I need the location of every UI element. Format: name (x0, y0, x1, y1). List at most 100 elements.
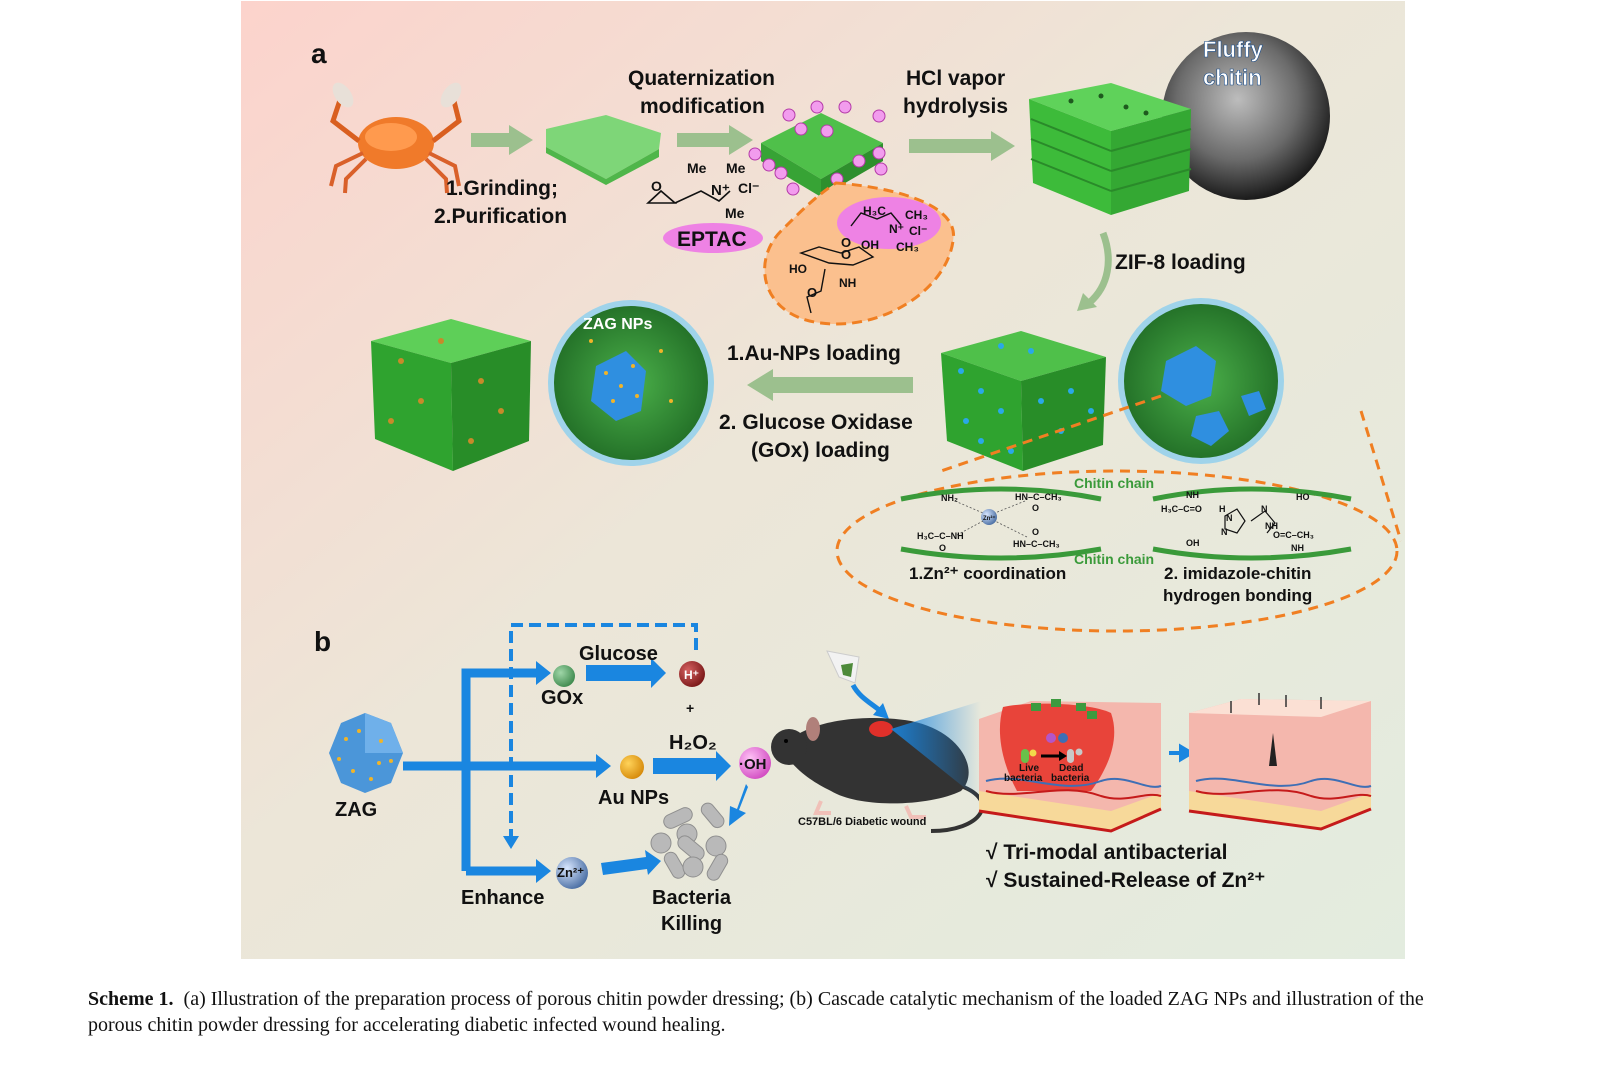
svg-text:Me: Me (687, 160, 707, 176)
svg-text:OH: OH (861, 238, 879, 252)
svg-text:Cl⁻: Cl⁻ (738, 180, 759, 196)
arrow-quaternization (677, 125, 753, 155)
svg-text:CH₃: CH₃ (896, 240, 919, 254)
zag-nps-label: ZAG NPs (583, 316, 652, 333)
quaternary-ammonium-highlight (837, 197, 941, 249)
arrow-au-gox-loading (747, 369, 913, 401)
svg-text:H₃C: H₃C (863, 204, 886, 218)
step3-line2: hydrolysis (903, 95, 1008, 118)
sem-label-line1: Fluffy (1203, 37, 1264, 62)
svg-text:NH₂: NH₂ (941, 493, 958, 503)
bacteria-killing-line2: Killing (661, 913, 722, 935)
figure-caption: Scheme 1. (a) Illustration of the prepar… (88, 986, 1568, 1038)
benefit-1: √ Tri-modal antibacterial (986, 841, 1227, 864)
caption-text-line1: (a) Illustration of the preparation proc… (183, 988, 1424, 1010)
svg-text:NH: NH (1265, 521, 1278, 531)
svg-text:O=C–CH₃: O=C–CH₃ (1273, 530, 1314, 540)
h-plus-sphere-icon (679, 661, 705, 687)
live-bacteria-label-line2: bacteria (1004, 773, 1043, 784)
svg-text:N: N (1261, 504, 1268, 514)
glucose-label: Glucose (579, 643, 658, 665)
zag-nanoparticle-icon (591, 351, 646, 421)
step4-label: ZIF-8 loading (1115, 251, 1246, 274)
step5-line1: 1.Au-NPs loading (727, 342, 901, 365)
svg-text:O: O (841, 235, 851, 250)
au-nps-sphere-icon (620, 755, 644, 779)
mechanism-bubble (835, 469, 1399, 633)
dead-bacteria-label-line2: bacteria (1051, 773, 1090, 784)
zif8-crystal-icon (1161, 346, 1216, 406)
zag-label: ZAG (335, 799, 377, 821)
svg-text:NH: NH (1291, 543, 1304, 553)
svg-text:O: O (1032, 503, 1039, 513)
healing-arrow (1169, 743, 1195, 763)
svg-text:H₃C–C–NH: H₃C–C–NH (917, 531, 964, 541)
sem-image-fluffy-chitin (1162, 32, 1330, 200)
caption-text-line2: porous chitin powder dressing for accele… (88, 1014, 726, 1036)
svg-text:HN–C–CH₃: HN–C–CH₃ (1015, 492, 1062, 502)
svg-text:NH: NH (839, 276, 856, 290)
svg-text:NH: NH (1186, 490, 1199, 500)
enhance-feedback-dashed-arrow (509, 623, 698, 841)
mech2-title-line1: 2. imidazole-chitin (1164, 564, 1311, 583)
caption-label: Scheme 1. (88, 988, 174, 1010)
svg-text:HO: HO (789, 262, 807, 276)
svg-text:H₃C–C=O: H₃C–C=O (1161, 504, 1202, 514)
zif8-loaded-stack-icon (941, 331, 1106, 471)
step5-line3: (GOx) loading (751, 439, 890, 462)
sem-label-line2: chitin (1203, 65, 1262, 90)
arrow-zif8-loading (1086, 231, 1112, 306)
panel-b-label: b (314, 626, 331, 657)
zn-sphere-icon (556, 857, 588, 889)
dead-bacteria-label-line1: Dead (1059, 763, 1083, 774)
mouse-model-label: C57BL/6 Diabetic wound (798, 816, 926, 828)
bacteria-cluster-icon (650, 802, 729, 881)
svg-text:CH₃: CH₃ (905, 208, 928, 222)
scheme-figure: a 1.Grinding; 2.Purification Quaternizat… (241, 1, 1405, 959)
h-plus-label: H⁺ (684, 668, 699, 682)
zag-loaded-stack-icon (371, 319, 531, 471)
plus-sign: + (686, 700, 694, 716)
svg-text:OH: OH (1186, 538, 1200, 548)
live-bacteria-label-line1: Live (1019, 763, 1039, 774)
imidazole-hydrogen-bonding-diagram: NH H₃C–C=O H N HO N NH N OH O=C–CH₃ NH (1152, 486, 1352, 561)
svg-text:O: O (651, 178, 662, 194)
arrow-grinding (471, 125, 533, 155)
step5-line2: 2. Glucose Oxidase (719, 411, 913, 434)
svg-text:N: N (1221, 527, 1228, 537)
chitin-flake-icon (546, 115, 661, 179)
gox-sphere-icon (553, 665, 575, 687)
svg-text:Zn²⁺: Zn²⁺ (983, 515, 996, 522)
gox-label: GOx (541, 687, 583, 709)
zn-label: Zn²⁺ (557, 865, 584, 880)
svg-text:O: O (939, 543, 946, 553)
zn-coordination-diagram: NH₂ HN–C–CH₃ O Zn²⁺ H₃C–C–NH O O HN–C–CH… (900, 486, 1102, 561)
benefit-2: √ Sustained-Release of Zn²⁺ (986, 869, 1265, 892)
quaternized-chitin-icon (748, 100, 888, 197)
oh-radical-sphere-icon (739, 747, 771, 779)
chitin-chain-label-top: Chitin chain (1074, 475, 1154, 491)
svg-text:N⁺: N⁺ (711, 182, 730, 199)
svg-text:HO: HO (1296, 492, 1310, 502)
svg-text:HN–C–CH₃: HN–C–CH₃ (1013, 539, 1060, 549)
dressing-icon (826, 650, 860, 684)
step3-line1: HCl vapor (906, 67, 1005, 90)
arrow-hydrolysis (909, 131, 1015, 161)
step2-line2: modification (640, 95, 765, 118)
chitin-chain-label-bottom: Chitin chain (1074, 551, 1154, 567)
mech1-title: 1.Zn²⁺ coordination (909, 564, 1066, 583)
bacteria-killing-line1: Bacteria (652, 887, 732, 909)
eptac-badge-label: EPTAC (677, 228, 747, 251)
svg-text:Cl⁻: Cl⁻ (909, 224, 927, 238)
step2-line1: Quaternization (628, 67, 775, 90)
svg-text:Me: Me (726, 160, 746, 176)
crab-icon (329, 82, 462, 194)
zoom-beam (891, 701, 981, 801)
healed-skin-icon (1188, 693, 1372, 831)
svg-text:N: N (1226, 513, 1233, 523)
eptac-structure: O Me Me N⁺ Cl⁻ Me (645, 160, 759, 221)
svg-text:N⁺: N⁺ (889, 222, 904, 236)
oh-radical-label: ·OH (739, 756, 767, 773)
panel-a-label: a (311, 38, 327, 69)
step1-line1: 1.Grinding; (446, 177, 558, 200)
